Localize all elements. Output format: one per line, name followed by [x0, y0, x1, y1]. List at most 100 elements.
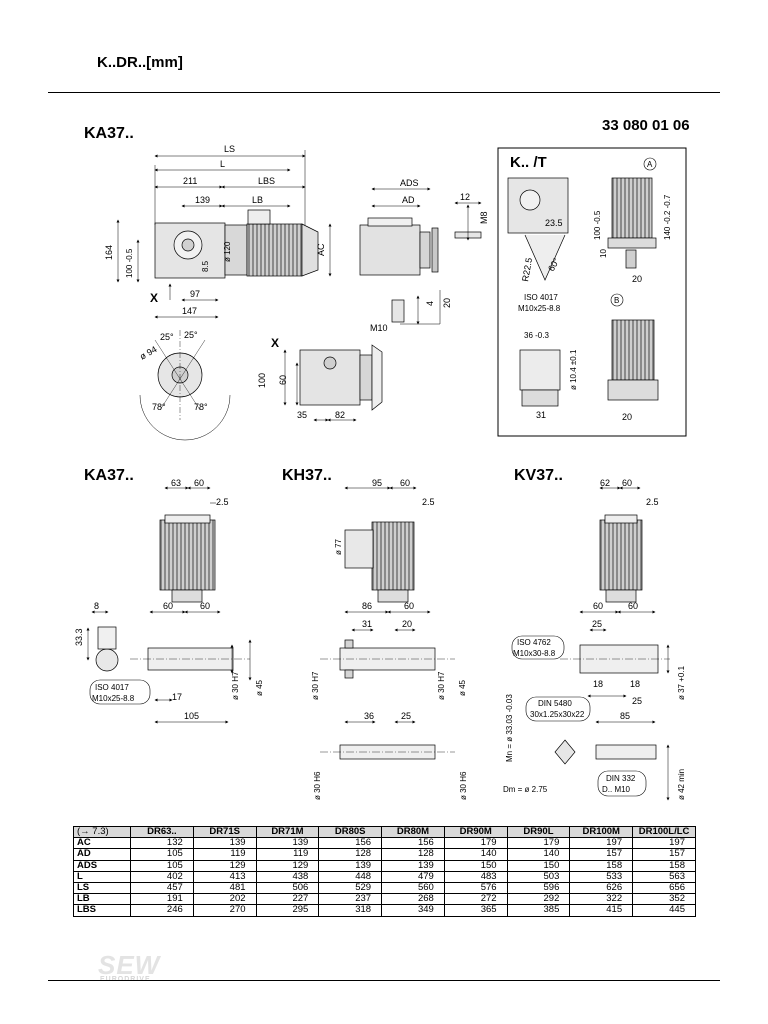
kt-view-b — [519, 319, 659, 407]
kt-title: K.. /T — [510, 154, 547, 171]
dim-100: 100 -0.5 — [125, 248, 134, 278]
ka37b-dim-60b: 60 — [200, 601, 210, 611]
dim-120: ø 120 — [223, 241, 232, 262]
dim-12: 12 — [460, 192, 470, 202]
kt-label-a: A — [647, 160, 653, 169]
table-cell: 157 — [632, 848, 696, 861]
col-dr80s: DR80S — [318, 825, 383, 839]
table-header-row: (→ 7.3) DR63.. DR71S DR71M DR80S DR80M D… — [73, 825, 696, 839]
sew-logo: SEW — [98, 950, 161, 980]
table-cell: 237 — [318, 893, 383, 906]
row-label: LS — [73, 881, 131, 895]
table-cell: 139 — [381, 859, 445, 872]
table-row: ADS 105 129 129 139 139 150 150 158 158 — [73, 859, 696, 872]
kv37-dim-mn: Mn = ø 33.03 -0.03 — [505, 694, 514, 762]
kv37-dim-dm: Dm = ø 2.75 — [503, 785, 548, 794]
ka37b-dim-2-5: 2.5 — [216, 497, 229, 507]
footer-rule — [48, 980, 720, 981]
kt-dim-140: 140 -0.2 -0.7 — [663, 194, 672, 240]
ka37-bottom-shaft-view — [95, 626, 250, 672]
table-cell: 270 — [192, 904, 257, 917]
table-ref-cell: (→ 7.3) — [73, 825, 131, 839]
col-dr90l: DR90L — [506, 825, 571, 839]
table-cell: 415 — [569, 904, 634, 917]
kh37-top-view — [344, 521, 415, 603]
table-cell: 139 — [318, 859, 383, 872]
kv37-din-2: 30x1.25x30x22 — [530, 710, 585, 719]
kh37-dim-77: ø 77 — [334, 538, 343, 555]
col-dr71m: DR71M — [255, 825, 320, 839]
table-cell: 445 — [632, 904, 696, 917]
row-label: ADS — [73, 859, 131, 872]
kt-label-b: B — [614, 296, 619, 305]
dim-20-side: 20 — [442, 298, 452, 308]
kv37-din332: DIN 332 — [606, 774, 636, 783]
table-cell: 506 — [255, 881, 320, 895]
kv37-din332-callout — [597, 770, 647, 797]
dim-97: 97 — [190, 289, 200, 299]
kt-dim-10: 10 — [599, 249, 608, 258]
kh37-dim-30h6b: ø 30 H6 — [459, 771, 468, 800]
table-cell: 576 — [443, 881, 508, 895]
kh37-dim-60b: 60 — [404, 601, 414, 611]
table-cell: 119 — [192, 848, 257, 861]
table-cell: 365 — [443, 904, 508, 917]
table-cell: 105 — [130, 859, 194, 872]
ka37-side-view — [359, 217, 482, 323]
kh37-dim-31: 31 — [362, 619, 372, 629]
table-cell: 157 — [569, 848, 634, 861]
page-title: K..DR..[mm] — [97, 54, 183, 71]
kv37-iso-callout — [511, 635, 565, 660]
kv37-dim-2-5: 2.5 — [646, 497, 659, 507]
table-cell: 483 — [443, 870, 508, 883]
dim-8-5: 8.5 — [201, 260, 210, 272]
ka37b-dim-45: ø 45 — [255, 679, 264, 696]
ka37b-dim-33-3: 33.3 — [74, 628, 84, 646]
table-row: LS 457 481 506 529 560 576 596 626 656 — [73, 881, 696, 895]
row-label: LBS — [73, 904, 131, 917]
dim-78b: 78° — [194, 402, 208, 412]
table-cell: 448 — [318, 870, 383, 883]
dim-x-35: 35 — [297, 410, 307, 420]
table-cell: 352 — [632, 893, 696, 906]
table-cell: 322 — [569, 893, 634, 906]
technical-drawing: LS L 211 LBS 139 LB 164 100 -0.5 8.5 ø 1… — [74, 144, 687, 801]
kt-dim-23-5: 23.5 — [545, 218, 563, 228]
table-cell: 140 — [443, 848, 508, 861]
table-cell: 246 — [130, 904, 194, 917]
view-title-kv37: KV37.. — [514, 467, 563, 484]
dim-m8: M8 — [479, 211, 489, 224]
dim-211: 211 — [183, 176, 197, 186]
ka37b-iso: ISO 4017 — [95, 683, 129, 692]
table-row: AD 105 119 119 128 128 140 140 157 157 — [73, 848, 696, 861]
table-cell: 318 — [318, 904, 383, 917]
ka37-main-view — [154, 209, 319, 279]
x-view — [299, 344, 383, 411]
kt-dim-36: 36 -0.3 — [524, 331, 549, 340]
table-cell: 402 — [130, 870, 194, 883]
table-cell: 457 — [130, 881, 194, 895]
kv37-dim-60a: 60 — [593, 601, 603, 611]
table-cell: 105 — [130, 848, 194, 861]
dim-ad: AD — [402, 195, 415, 205]
marker-x-view: X — [271, 336, 279, 350]
kv37-dim-25: 25 — [592, 619, 602, 629]
table-cell: 140 — [506, 848, 571, 861]
kh37-dim-95: 95 — [372, 478, 382, 488]
table-cell: 179 — [506, 837, 571, 850]
kh37-dim-2-5: 2.5 — [422, 497, 435, 507]
kt-dim-100: 100 -0.5 — [593, 210, 602, 240]
dim-lbs: LBS — [258, 176, 275, 186]
circle-marker-a — [643, 157, 657, 171]
table-cell: 533 — [569, 870, 634, 883]
table-cell: 150 — [443, 859, 508, 872]
table-cell: 596 — [506, 881, 571, 895]
table-row: LB 191 202 227 237 268 272 292 322 352 — [73, 893, 696, 906]
ka37b-dim-60: 60 — [194, 478, 204, 488]
header-rule — [48, 92, 720, 93]
table-cell: 139 — [255, 837, 320, 850]
table-cell: 656 — [632, 881, 696, 895]
flange-angle-view — [139, 330, 231, 441]
dim-x-100: 100 — [257, 373, 267, 388]
dim-ls: LS — [224, 144, 235, 154]
